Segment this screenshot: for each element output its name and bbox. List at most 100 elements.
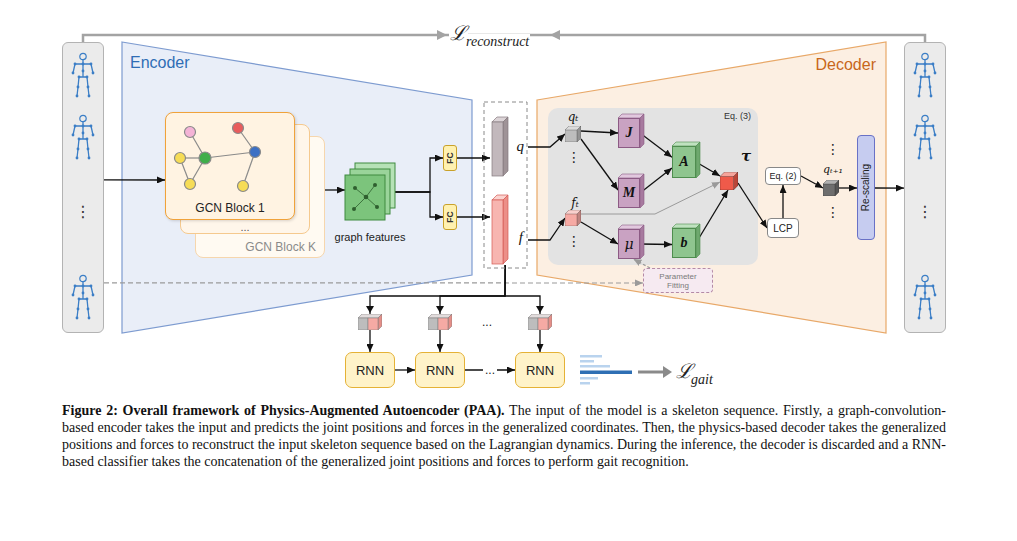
graph-features-stack (364, 195, 369, 200)
math-label: ⋮ (567, 149, 581, 165)
connector-arrow (633, 259, 650, 268)
box-3d-faces (696, 142, 700, 178)
label-holder: ℒ (676, 359, 693, 383)
concat-cube (358, 314, 382, 330)
connector-arrow (457, 157, 490, 158)
label-holder: reconstruct (465, 32, 530, 50)
edge-label: ... (483, 363, 497, 377)
gcn-graph-icon (185, 127, 196, 138)
connector-arrow (505, 265, 540, 352)
connector-arrow (104, 179, 165, 180)
gcn-block: GCN Block 1 (165, 112, 295, 220)
panel-shape (122, 42, 472, 333)
rnn-input-cubes (358, 306, 552, 330)
label-holder: ⋮ (826, 140, 840, 158)
figure-caption: Figure 2: Overall framework of Physics-A… (62, 402, 946, 470)
graph-features-stack (373, 183, 377, 187)
node-label: RNN (526, 363, 554, 378)
node-label: Parameter Fitting (653, 272, 703, 290)
graph-features-stack (353, 186, 357, 190)
gait-loss-arrow (638, 366, 672, 378)
skeleton-figure (914, 115, 937, 159)
box-3d-faces (696, 224, 700, 258)
lcp-box: LCP (767, 218, 799, 238)
gcn-graph-icon (238, 181, 249, 192)
class-histogram (580, 371, 632, 375)
gcn-graph-icon (175, 123, 261, 192)
node-label: Eq. (3) (724, 111, 751, 121)
node-label: RNN (426, 363, 454, 378)
connector-arrow (640, 133, 672, 157)
connector-arrow (440, 265, 505, 352)
text-slot: b (673, 229, 695, 257)
text-slot: A (673, 147, 695, 177)
gcn-graph-icon (205, 152, 255, 158)
connector-arrow (395, 192, 443, 217)
f-vector-bar (492, 195, 508, 264)
math-label: ⋮ (826, 204, 840, 220)
q-vector-bar (492, 117, 508, 176)
node-label: ⋮ (917, 202, 933, 221)
graph-features-stack (345, 163, 395, 220)
reconstruct-loss-heads (437, 30, 447, 40)
connector-arrow (581, 222, 618, 244)
label-holder: ... (482, 312, 492, 330)
node-label: qₜ (568, 110, 579, 124)
q-vector-bar (503, 117, 508, 176)
q-vector-bar (492, 122, 503, 176)
connector-arrow (370, 265, 505, 352)
gcn-graph-icon (185, 179, 196, 190)
graph-features-stack (354, 185, 377, 209)
connector-arrow (581, 131, 618, 133)
text-slot: Eq. (2) (766, 168, 800, 184)
connector-arrow (457, 216, 490, 217)
node-label: fₜ (571, 196, 578, 210)
node-label: ... (240, 221, 249, 233)
text-slot: Re-scaling (858, 136, 874, 239)
connector-arrow (528, 218, 565, 240)
connector-arrow (325, 189, 345, 190)
connector-arrow (581, 139, 618, 190)
tau-cube (720, 172, 738, 190)
node-label: Encoder (130, 54, 190, 72)
class-histogram (580, 360, 594, 363)
gcn-graph-icon (175, 153, 186, 164)
concat-cube (528, 314, 552, 330)
node-label: τ (741, 148, 751, 165)
box-3d-faces (618, 174, 644, 178)
bias-box: b (672, 228, 696, 258)
rnn-cell: RNN (345, 352, 395, 388)
latent-dashed-box (484, 102, 527, 268)
node-label: A (679, 154, 688, 170)
node-label: LCP (773, 223, 792, 234)
f-cube (565, 210, 581, 226)
arrow-head (366, 306, 374, 313)
gcn-graph-icon (233, 123, 244, 134)
node-label: J (626, 125, 633, 141)
text-slot: J (619, 119, 639, 147)
node-label: Re-scaling (861, 164, 872, 211)
graph-features-stack (352, 183, 379, 211)
gait-loss-arrow (663, 366, 672, 378)
node-label: ⋮ (75, 202, 91, 221)
equation-box: Eq. (2) (765, 167, 801, 185)
f-vector-bar (503, 195, 508, 264)
node-label: Eq. (2) (769, 171, 796, 181)
edge-label-holder: ... (483, 360, 497, 378)
label-holder: gait (691, 370, 713, 388)
text-slot: RNN (346, 353, 394, 387)
label-holder: ⋮ (567, 232, 581, 250)
node-label: M (623, 185, 635, 201)
text-slot: M (619, 179, 639, 207)
box-3d-faces (618, 114, 644, 118)
box-3d-faces (618, 114, 700, 259)
node-label: qₜ₊₁ (823, 163, 843, 177)
gait-loss-arrow (638, 371, 664, 374)
box-3d-faces (640, 114, 644, 148)
node-label: b (681, 235, 688, 251)
node-label: graph features (335, 231, 406, 243)
class-histogram (580, 382, 590, 385)
node-label: Decoder (816, 56, 876, 74)
skeleton-figure (72, 115, 95, 159)
text-slot: μ (619, 230, 639, 258)
